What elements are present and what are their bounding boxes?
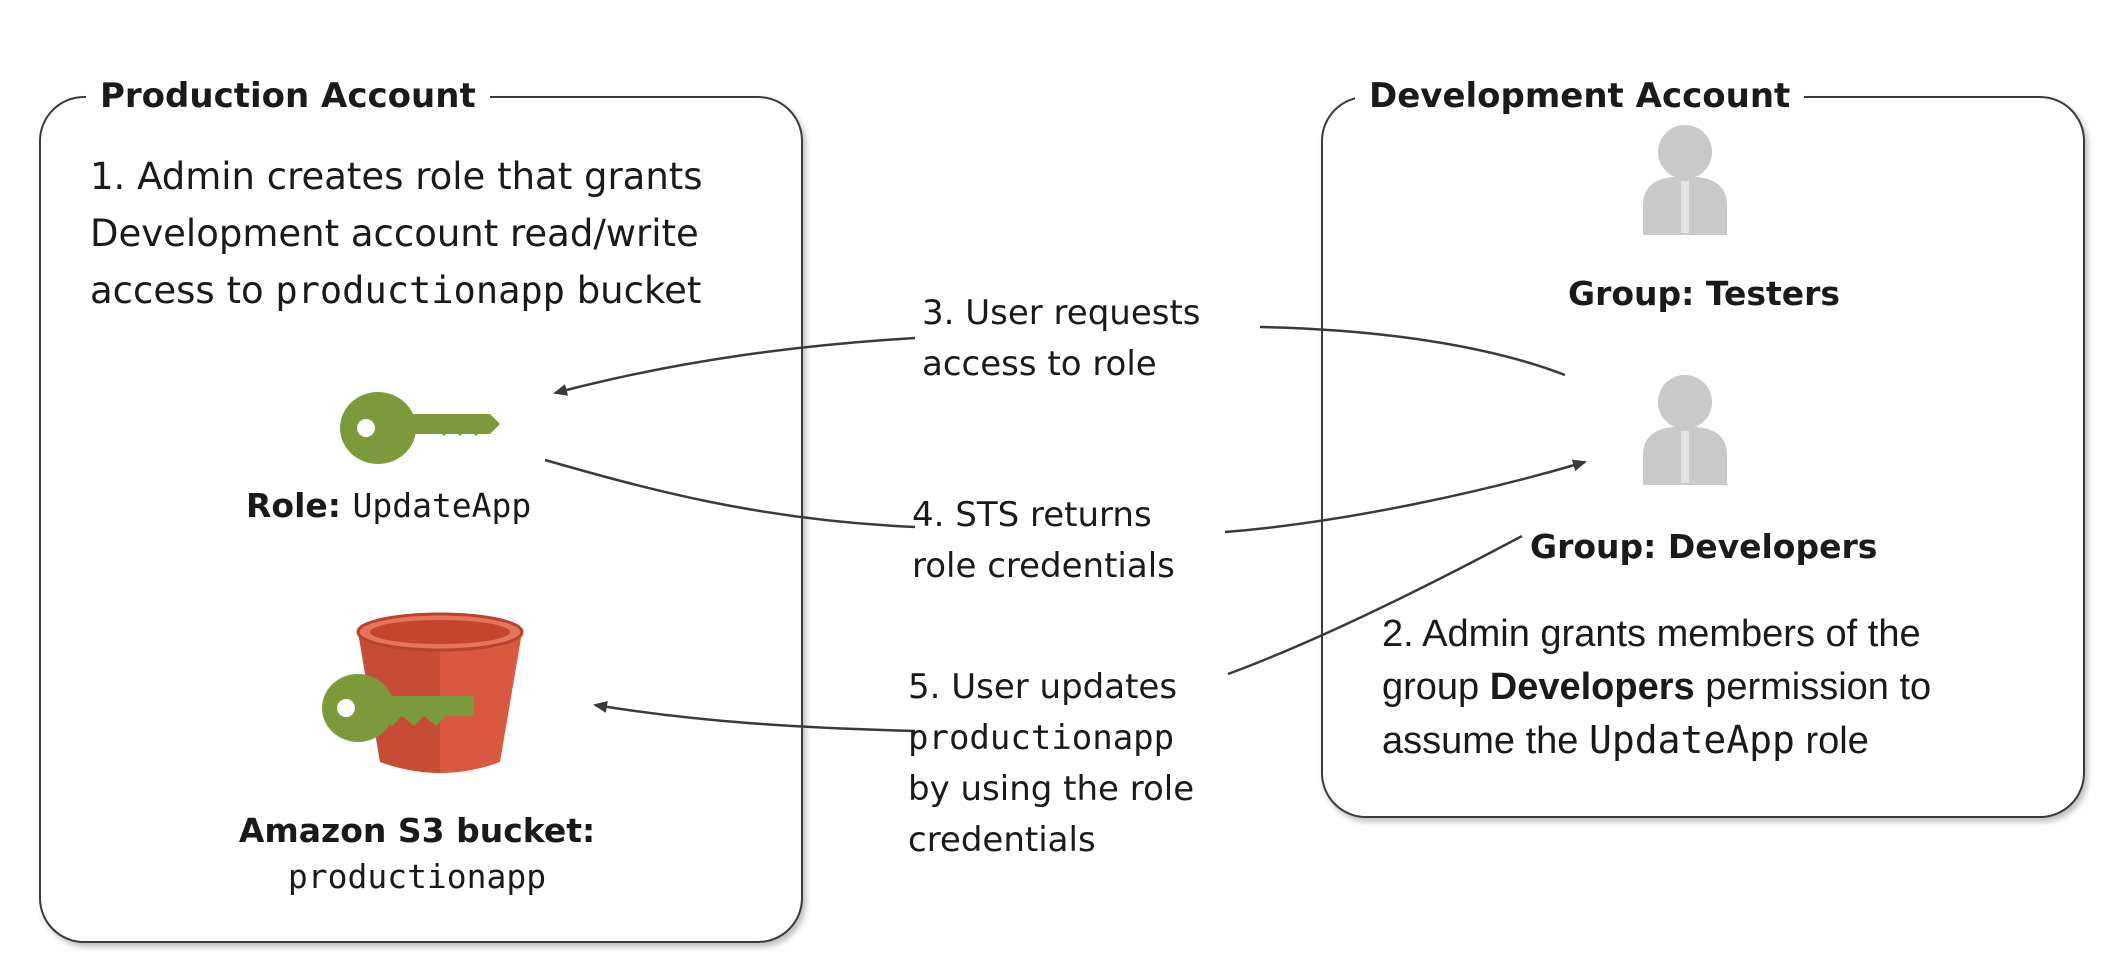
production-account-title: Production Account bbox=[86, 76, 490, 116]
role-label: Role: UpdateApp bbox=[246, 486, 531, 525]
step2-line3-post: role bbox=[1794, 720, 1869, 762]
step5-text: 5. User updates productionapp by using t… bbox=[908, 662, 1194, 866]
arrow-step3-to-role bbox=[553, 336, 916, 396]
arrow-step5-to-bucket bbox=[593, 700, 916, 733]
step1-line1: 1. Admin creates role that grants bbox=[90, 155, 703, 198]
step2-role-name: UpdateApp bbox=[1589, 718, 1795, 762]
step1-line3-post: bucket bbox=[564, 269, 702, 312]
bucket-label-title: Amazon S3 bucket: bbox=[238, 811, 596, 850]
group-developers-label: Group: Developers bbox=[1530, 527, 1878, 566]
step4-text: 4. STS returns role credentials bbox=[912, 490, 1175, 592]
step1-line3: access to productionapp bucket bbox=[90, 262, 703, 319]
step1-bucket-code: productionapp bbox=[275, 269, 565, 312]
bucket-key-icon bbox=[322, 674, 474, 742]
step2-line3-pre: assume the bbox=[1382, 720, 1589, 762]
step3-text: 3. User requests access to role bbox=[922, 288, 1201, 390]
step1-text: 1. Admin creates role that grants Develo… bbox=[90, 148, 703, 319]
role-name: UpdateApp bbox=[352, 486, 532, 525]
role-label-prefix: Role: bbox=[246, 486, 353, 525]
development-account-title: Development Account bbox=[1355, 76, 1805, 116]
step2-line2: group Developers permission to bbox=[1382, 661, 1931, 714]
arrow-step3-request bbox=[1259, 325, 1566, 377]
step3-line2: access to role bbox=[922, 344, 1157, 384]
step1-line2: Development account read/write bbox=[90, 212, 699, 255]
user-icon-testers bbox=[1643, 125, 1727, 235]
step2-text: 2. Admin grants members of the group Dev… bbox=[1382, 608, 1931, 768]
line-step5-from-developers bbox=[1227, 534, 1523, 676]
line-step4-from-role bbox=[544, 458, 916, 529]
step4-line2: role credentials bbox=[912, 546, 1175, 586]
step2-line1: 2. Admin grants members of the bbox=[1382, 613, 1921, 655]
user-icon-developers bbox=[1643, 375, 1727, 485]
step1-line3-pre: access to bbox=[90, 269, 276, 312]
step2-line2-pre: group bbox=[1382, 666, 1490, 708]
key-icon bbox=[340, 392, 500, 464]
bucket-label: Amazon S3 bucket: productionapp bbox=[232, 808, 602, 900]
arrow-step4-to-developers bbox=[1224, 459, 1587, 534]
step5-line1: 5. User updates bbox=[908, 667, 1178, 707]
bucket-name: productionapp bbox=[287, 857, 547, 896]
step5-bucket-code: productionapp bbox=[908, 718, 1175, 758]
step4-line1: 4. STS returns bbox=[912, 495, 1152, 535]
step3-line1: 3. User requests bbox=[922, 293, 1201, 333]
group-testers-label: Group: Testers bbox=[1568, 274, 1841, 313]
step2-line2-post: permission to bbox=[1694, 666, 1932, 708]
step5-line3: by using the role bbox=[908, 769, 1195, 809]
step5-line4: credentials bbox=[908, 820, 1096, 860]
step2-line3: assume the UpdateApp role bbox=[1382, 714, 1931, 768]
step2-group-name: Developers bbox=[1489, 666, 1695, 708]
